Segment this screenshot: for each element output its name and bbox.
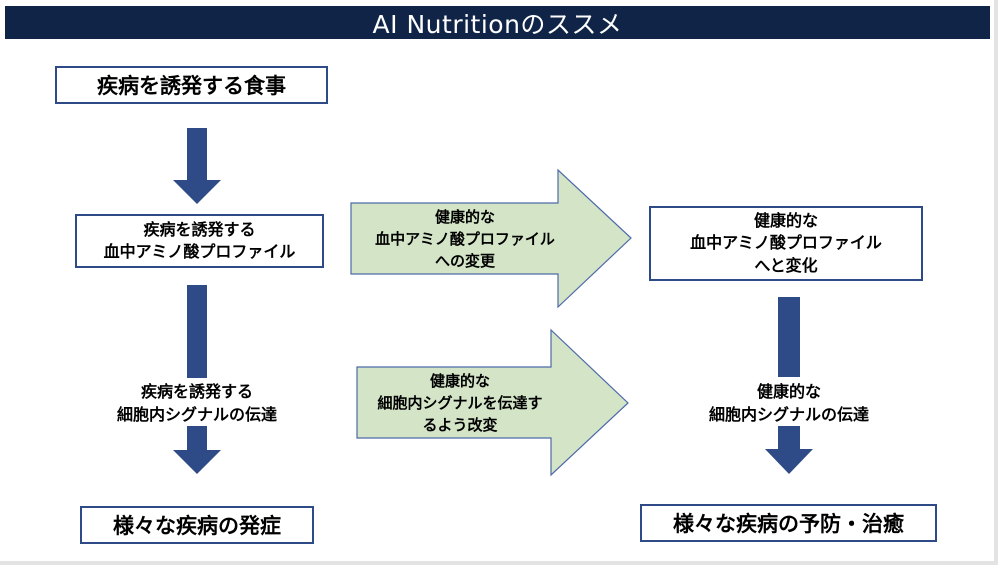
- big-arrow-lower-text: 健康的な 細胞内シグナルを伝達す るよう改変: [357, 371, 563, 436]
- left-mid-box: 疾病を誘発する 血中アミノ酸プロファイル: [75, 214, 324, 268]
- arrow-lower-line-2: 細胞内シグナルを伝達す: [377, 393, 543, 412]
- arrow-lower-line-3: るよう改変: [422, 415, 498, 434]
- down-arrow-2-shaft: [187, 285, 207, 378]
- right-mid-box-line-3: へと変化: [754, 255, 818, 275]
- left-top-box: 疾病を誘発する食事: [55, 66, 328, 104]
- arrow-upper-line-1: 健康的な: [434, 208, 495, 226]
- left-bottom-box: 様々な疾病の発症: [80, 506, 314, 544]
- right-bottom-box: 様々な疾病の予防・治癒: [640, 504, 937, 542]
- right-signal-line-2: 細胞内シグナルの伝達: [708, 405, 869, 425]
- down-arrow-3-shaft: [778, 297, 800, 377]
- arrow-upper-line-3: への変更: [434, 251, 495, 270]
- left-mid-box-line-1: 疾病を誘発する: [143, 219, 256, 239]
- down-arrow-1: [173, 128, 221, 204]
- left-top-box-label: 疾病を誘発する食事: [97, 74, 286, 98]
- title-bar: AI Nutritionのススメ: [5, 6, 990, 39]
- left-signal-line-2: 細胞内シグナルの伝達: [116, 405, 277, 425]
- left-mid-box-line-2: 血中アミノ酸プロファイル: [103, 242, 296, 261]
- arrow-upper-line-2: 血中アミノ酸プロファイル: [375, 229, 555, 248]
- arrow-lower-line-1: 健康的な: [429, 372, 490, 390]
- slide-title: AI Nutritionのススメ: [372, 9, 623, 39]
- right-mid-box-line-1: 健康的な: [753, 210, 818, 230]
- big-arrow-lower: [356, 328, 629, 477]
- left-signal-text: 疾病を誘発する 細胞内シグナルの伝達: [92, 380, 302, 427]
- right-signal-line-1: 健康的な: [756, 382, 821, 401]
- down-arrow-2-head: [173, 426, 221, 474]
- left-signal-line-1: 疾病を誘発する: [140, 382, 253, 401]
- big-arrow-upper-text: 健康的な 血中アミノ酸プロファイル への変更: [351, 207, 579, 272]
- right-mid-box: 健康的な 血中アミノ酸プロファイル へと変化: [649, 206, 923, 281]
- down-arrow-3-head: [765, 426, 813, 474]
- right-signal-text: 健康的な 細胞内シグナルの伝達: [680, 380, 898, 427]
- right-mid-box-line-2: 血中アミノ酸プロファイル: [690, 233, 882, 253]
- left-bottom-box-label: 様々な疾病の発症: [113, 514, 281, 538]
- right-bottom-box-label: 様々な疾病の予防・治癒: [673, 512, 904, 536]
- big-arrow-upper: [350, 168, 632, 309]
